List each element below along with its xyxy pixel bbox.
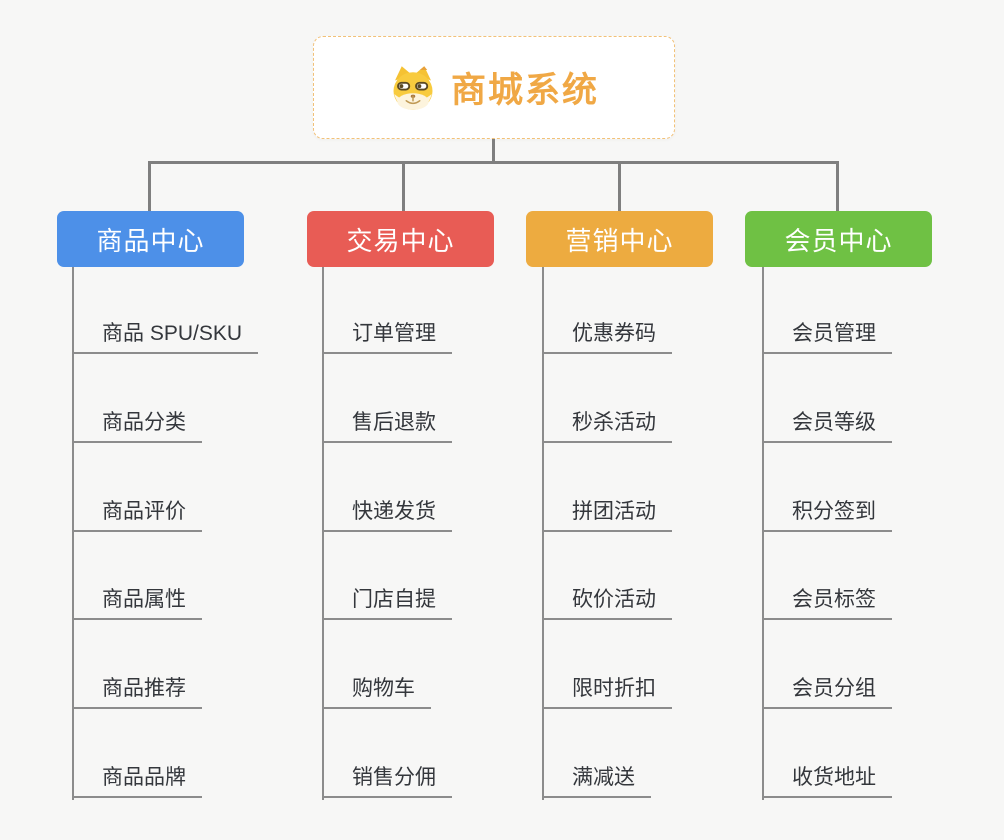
leaf-node[interactable]: 会员标签 xyxy=(762,580,892,620)
leaf-node[interactable]: 拼团活动 xyxy=(542,492,672,532)
root-title: 商城系统 xyxy=(450,71,599,110)
leaf-node[interactable]: 会员管理 xyxy=(762,314,892,354)
leaf-spine-member xyxy=(762,267,764,800)
leaf-node[interactable]: 收货地址 xyxy=(762,758,892,798)
doge-icon xyxy=(393,65,433,110)
leaf-node[interactable]: 限时折扣 xyxy=(542,669,672,709)
connector-drop-1 xyxy=(148,161,151,211)
connector-drop-3 xyxy=(618,161,621,211)
connector-drop-4 xyxy=(836,161,839,211)
leaf-node[interactable]: 积分签到 xyxy=(762,492,892,532)
leaf-spine-trade xyxy=(322,267,324,800)
leaf-node[interactable]: 商品分类 xyxy=(72,403,202,443)
connector-drop-2 xyxy=(402,161,405,211)
connector-root-stem xyxy=(492,139,495,164)
leaf-node[interactable]: 会员分组 xyxy=(762,669,892,709)
connector-horizontal xyxy=(148,161,839,164)
branch-node-member[interactable]: 会员中心 xyxy=(745,211,932,267)
branch-node-marketing[interactable]: 营销中心 xyxy=(526,211,713,267)
branch-node-trade[interactable]: 交易中心 xyxy=(307,211,494,267)
leaf-node[interactable]: 商品推荐 xyxy=(72,669,202,709)
leaf-node[interactable]: 满减送 xyxy=(542,758,651,798)
leaf-node[interactable]: 商品属性 xyxy=(72,580,202,620)
leaf-node[interactable]: 售后退款 xyxy=(322,403,452,443)
leaf-spine-product xyxy=(72,267,74,800)
leaf-node[interactable]: 门店自提 xyxy=(322,580,452,620)
leaf-node[interactable]: 会员等级 xyxy=(762,403,892,443)
root-node[interactable]: 商城系统 xyxy=(313,36,675,139)
leaf-node[interactable]: 快递发货 xyxy=(322,492,452,532)
leaf-node[interactable]: 秒杀活动 xyxy=(542,403,672,443)
leaf-node[interactable]: 订单管理 xyxy=(322,314,452,354)
leaf-node[interactable]: 销售分佣 xyxy=(322,758,452,798)
branch-node-product[interactable]: 商品中心 xyxy=(57,211,244,267)
leaf-spine-marketing xyxy=(542,267,544,800)
leaf-node[interactable]: 商品评价 xyxy=(72,492,202,532)
leaf-node[interactable]: 优惠券码 xyxy=(542,314,672,354)
leaf-node[interactable]: 购物车 xyxy=(322,669,431,709)
leaf-node[interactable]: 商品 SPU/SKU xyxy=(72,314,259,354)
leaf-node[interactable]: 商品品牌 xyxy=(72,758,202,798)
leaf-node[interactable]: 砍价活动 xyxy=(542,580,672,620)
